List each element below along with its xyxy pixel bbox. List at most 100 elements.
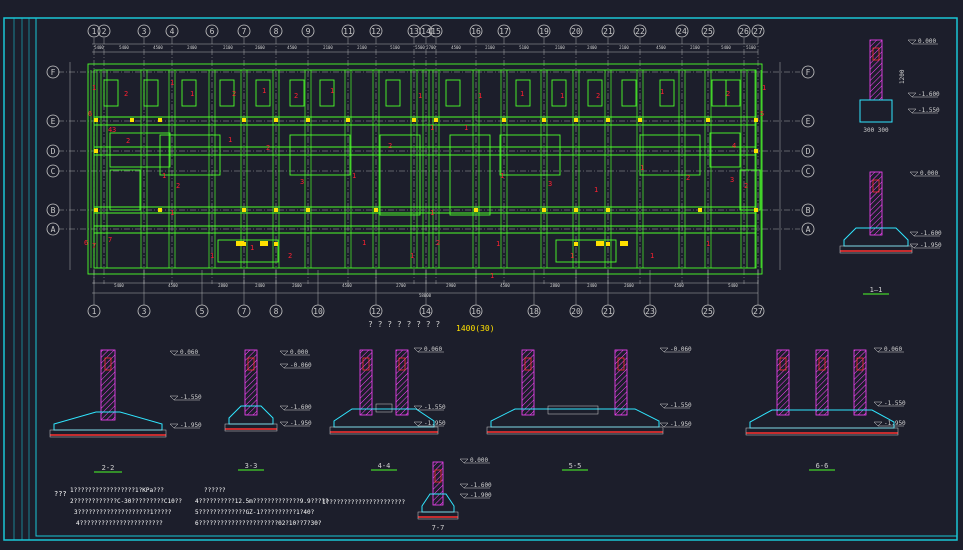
axis-label-top: 21	[603, 27, 613, 36]
axis-label-bottom: 5	[200, 307, 205, 316]
axis-label-top: 6	[210, 27, 215, 36]
elev-text: -1.950	[670, 421, 692, 428]
axis-label-bottom: 7	[242, 307, 247, 316]
wall-column	[395, 349, 409, 416]
axis-label-top: 16	[471, 27, 481, 36]
elev-text: -1.950	[180, 422, 202, 429]
tie-beam	[779, 357, 787, 371]
wall-type-label: 6	[88, 110, 92, 118]
axis-label-right: F	[806, 68, 811, 77]
inner-room-box	[379, 134, 421, 216]
top-dim-text: 5100	[519, 45, 529, 50]
axis-bubble-right	[801, 164, 815, 178]
section-title: 6-6	[816, 462, 829, 470]
elev-text: -0.060	[290, 362, 312, 369]
axis-label-bottom: 10	[313, 307, 323, 316]
note-mid-1: ??????	[204, 487, 226, 494]
top-dim-text: 4500	[451, 45, 461, 50]
outer-strip-outer	[87, 63, 763, 275]
wall-type-label: 1	[170, 209, 174, 217]
elev-text: -1.550	[670, 402, 692, 409]
top-dim-text: 2700	[426, 45, 436, 50]
axis-label-top: 26	[739, 27, 749, 36]
top-room-box	[515, 79, 531, 107]
wall-type-label: 1	[464, 124, 468, 132]
elev-marker	[459, 458, 469, 464]
bottom-dim-text: 2800	[218, 283, 228, 288]
total-dim-text: 58000	[419, 293, 432, 298]
top-room-box	[587, 79, 603, 107]
axis-bubble-left	[46, 203, 60, 217]
inner-room-box	[739, 169, 761, 211]
axis-bubble-top	[601, 24, 615, 38]
footing-cushion-6	[745, 427, 899, 436]
elev-marker	[659, 347, 669, 353]
top-dim-text: 2100	[690, 45, 700, 50]
axis-label-bottom: 1	[92, 307, 97, 316]
axis-bubble-left	[46, 65, 60, 79]
axis-label-top: 14	[421, 27, 431, 36]
wall-type-label: 2	[744, 182, 748, 190]
column-dot	[574, 208, 578, 212]
elev-marker	[169, 395, 179, 401]
footing-slab-5	[490, 408, 660, 428]
top-dim-text: 4500	[153, 45, 163, 50]
elev-text: 0.000	[290, 349, 308, 356]
top-room-box	[551, 79, 567, 107]
column-dot	[274, 242, 278, 246]
axis-bubble-top	[569, 24, 583, 38]
wall-type-label: 1	[520, 90, 524, 98]
top-room-box	[659, 79, 675, 107]
axis-bubble-left	[46, 164, 60, 178]
bottom-dim-text: 2900	[446, 283, 456, 288]
column-dot	[606, 118, 610, 122]
axis-bubble-top	[269, 24, 283, 38]
elev-text: -1.950	[884, 420, 906, 427]
wall-column	[815, 349, 829, 416]
column-dot	[542, 208, 546, 212]
wall-column	[614, 349, 628, 416]
elev-marker	[413, 405, 423, 411]
wall-type-label: 1	[594, 186, 598, 194]
top-dim-text: 2100	[485, 45, 495, 50]
axis-label-left: F	[51, 68, 56, 77]
wall-type-label: 2	[232, 90, 236, 98]
stair-marker	[596, 241, 604, 246]
column-dot	[434, 118, 438, 122]
wall-type-label: 1	[262, 87, 266, 95]
wall-type-label: 3	[730, 176, 734, 184]
axis-label-bottom: 21	[603, 307, 613, 316]
top-room-box	[621, 79, 637, 107]
top-room-box	[289, 79, 305, 107]
axis-bubble-left	[46, 114, 60, 128]
elev-marker	[907, 108, 917, 114]
elev-text: -1.600	[918, 91, 940, 98]
wall-type-label: 2	[686, 174, 690, 182]
column-dot	[574, 242, 578, 246]
bottom-dim-text: 2600	[292, 283, 302, 288]
top-dim-text: 2100	[357, 45, 367, 50]
elev-text: -1.550	[884, 400, 906, 407]
axis-label-left: A	[51, 225, 56, 234]
elev-marker	[413, 347, 423, 353]
note-mid-2: 4??????????12.5m?????????????9.9?????	[195, 498, 329, 505]
top-dim-text: 5400	[721, 45, 731, 50]
wall-type-label: 2	[266, 144, 270, 152]
top-dim-text: 4500	[656, 45, 666, 50]
elev-text: 0.060	[180, 349, 198, 356]
top-dim-text: 2600	[255, 45, 265, 50]
column-dot	[638, 118, 642, 122]
footing-cushion-3	[224, 423, 278, 432]
wall-type-label: 1	[250, 244, 254, 252]
note-line-2: 2????????????C-30?????????C10??	[70, 498, 182, 505]
elev-text: 0.000	[470, 457, 488, 464]
wall-type-label: 1	[650, 252, 654, 260]
wall-type-label: 1	[560, 92, 564, 100]
elev-marker	[659, 422, 669, 428]
tie-beam	[872, 179, 880, 193]
tie-beam	[104, 357, 112, 371]
section-title: 1—1	[870, 286, 883, 294]
elev-marker	[279, 405, 289, 411]
column-dot	[606, 242, 610, 246]
elev-text: -1.600	[920, 230, 942, 237]
